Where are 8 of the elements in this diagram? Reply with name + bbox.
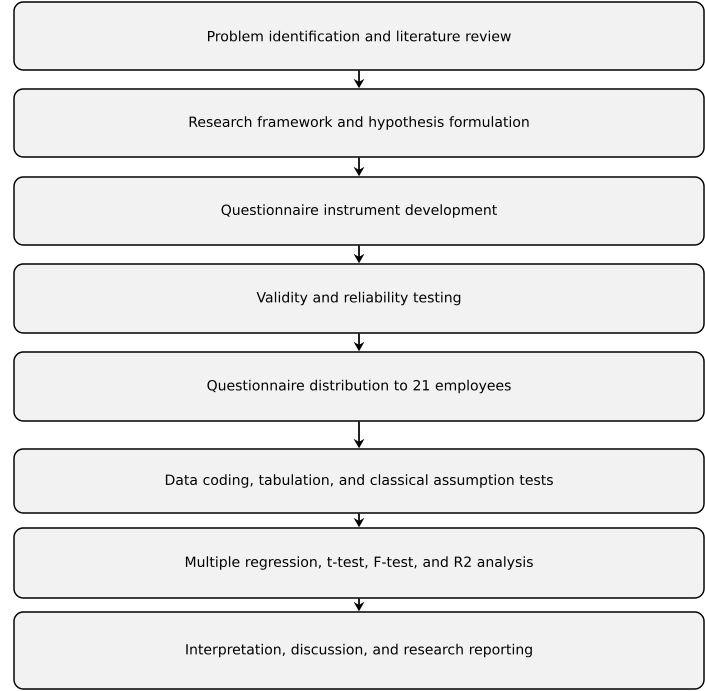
process-box: Multiple regression, t-test, F-test, and R2 analysis [13, 527, 705, 599]
process-box: Problem identification and literature review [13, 1, 705, 71]
process-box: Questionnaire distribution to 21 employees [13, 351, 705, 422]
process-box: Research framework and hypothesis formulation [13, 88, 705, 158]
process-box: Interpretation, discussion, and research reporting [13, 611, 705, 690]
process-box: Validity and reliability testing [13, 263, 705, 334]
process-box: Data coding, tabulation, and classical assumption tests [13, 448, 705, 514]
process-box: Questionnaire instrument development [13, 176, 705, 246]
